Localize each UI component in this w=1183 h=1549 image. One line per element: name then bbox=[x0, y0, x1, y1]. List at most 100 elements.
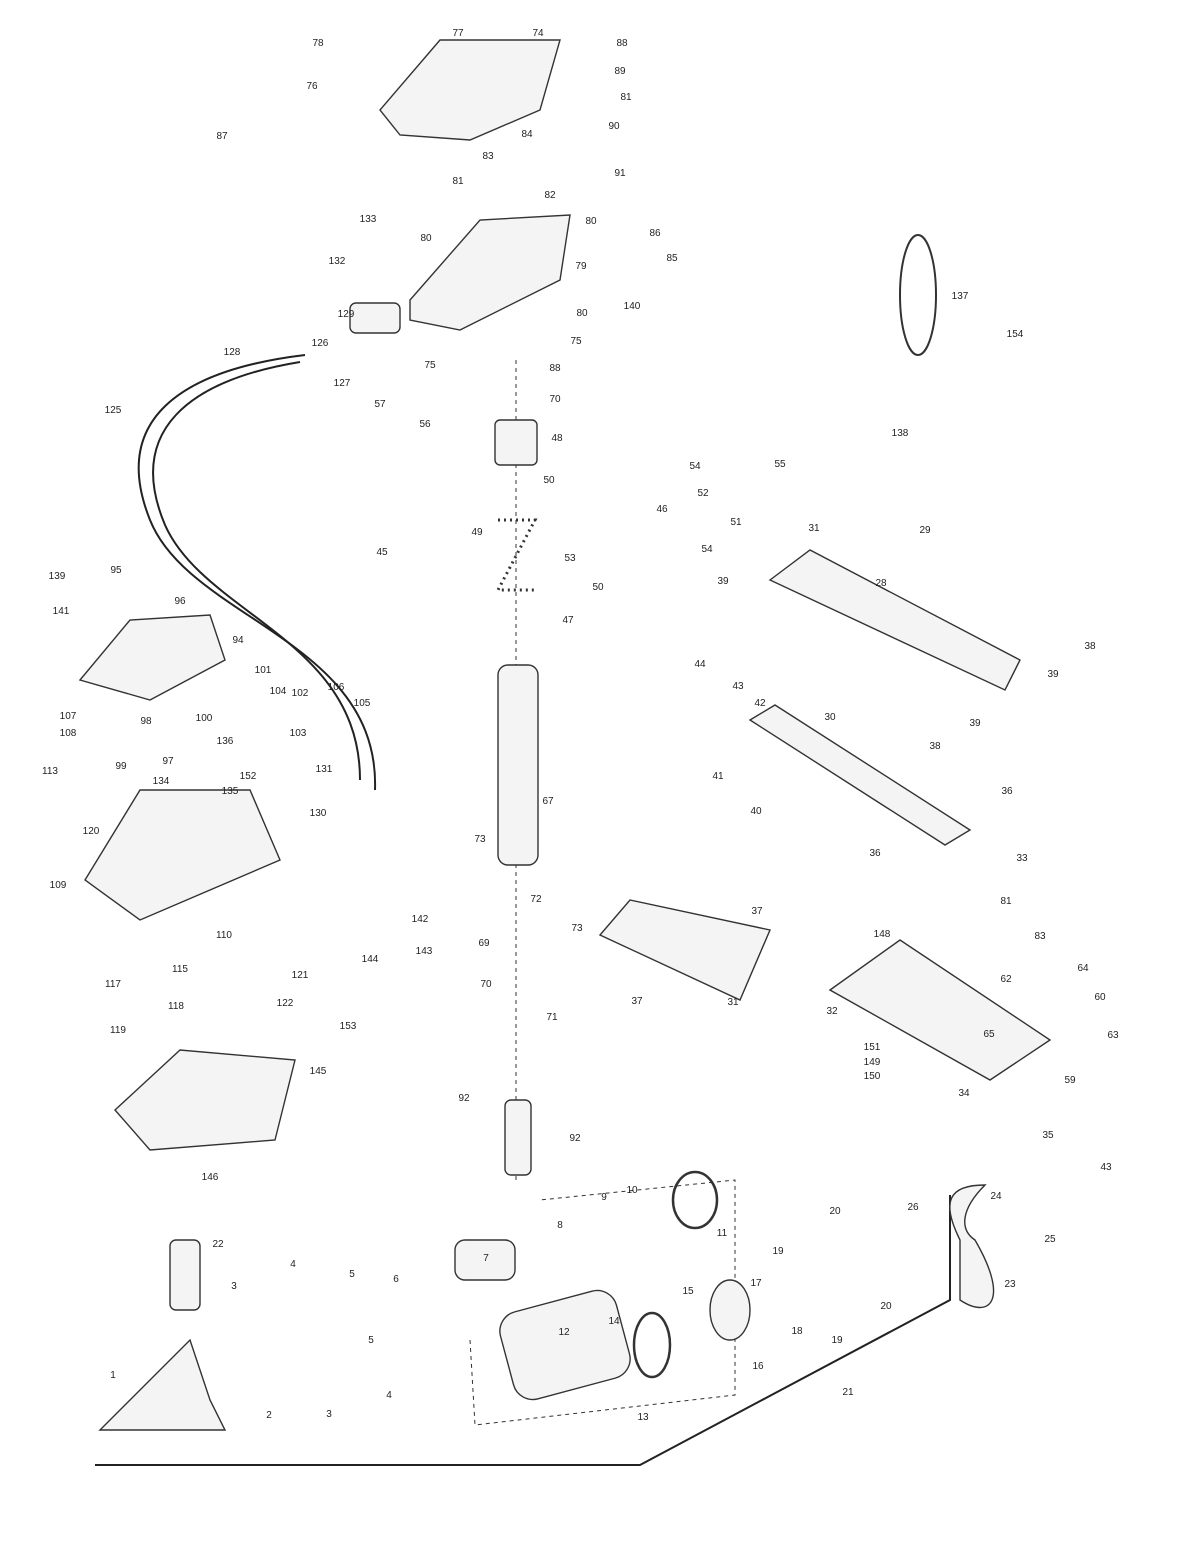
part-callout-26: 26 bbox=[907, 1202, 919, 1213]
end-cap bbox=[709, 1279, 751, 1341]
part-callout-56: 56 bbox=[419, 419, 431, 430]
part-callout-81: 81 bbox=[452, 176, 464, 187]
spring bbox=[495, 518, 538, 592]
part-callout-59: 59 bbox=[1064, 1075, 1076, 1086]
part-callout-149: 149 bbox=[864, 1057, 881, 1068]
part-callout-91: 91 bbox=[614, 168, 626, 179]
part-callout-101: 101 bbox=[255, 665, 272, 676]
part-callout-50: 50 bbox=[543, 475, 555, 486]
part-callout-88: 88 bbox=[616, 38, 628, 49]
part-callout-37: 37 bbox=[631, 996, 643, 1007]
part-callout-43: 43 bbox=[732, 681, 744, 692]
part-callout-119: 119 bbox=[110, 1025, 126, 1036]
part-callout-122: 122 bbox=[277, 998, 294, 1009]
part-callout-140: 140 bbox=[624, 301, 641, 312]
o-ring-11 bbox=[671, 1170, 719, 1230]
part-callout-48: 48 bbox=[551, 433, 563, 444]
part-callout-118: 118 bbox=[168, 1001, 184, 1012]
part-callout-55: 55 bbox=[774, 459, 786, 470]
part-callout-16: 16 bbox=[752, 1361, 764, 1372]
lower-shaft bbox=[504, 1099, 532, 1176]
part-callout-39: 39 bbox=[717, 576, 729, 587]
part-callout-71: 71 bbox=[546, 1012, 558, 1023]
part-callout-37: 37 bbox=[751, 906, 763, 917]
bracket-30 bbox=[748, 704, 972, 846]
part-callout-78: 78 bbox=[312, 38, 324, 49]
motor-can bbox=[499, 1289, 631, 1401]
top-cover bbox=[379, 39, 561, 141]
part-callout-36: 36 bbox=[1001, 786, 1013, 797]
part-callout-76: 76 bbox=[306, 81, 318, 92]
part-callout-19: 19 bbox=[772, 1246, 784, 1257]
part-callout-31: 31 bbox=[808, 523, 820, 534]
part-callout-95: 95 bbox=[110, 565, 122, 576]
part-callout-103: 103 bbox=[290, 728, 307, 739]
part-callout-69: 69 bbox=[478, 938, 490, 949]
part-callout-128: 128 bbox=[224, 347, 241, 358]
part-callout-70: 70 bbox=[549, 394, 561, 405]
part-callout-74: 74 bbox=[532, 28, 544, 39]
part-callout-144: 144 bbox=[362, 954, 379, 965]
part-callout-42: 42 bbox=[754, 698, 766, 709]
part-callout-10: 10 bbox=[626, 1185, 638, 1196]
part-callout-63: 63 bbox=[1107, 1030, 1119, 1041]
part-callout-99: 99 bbox=[115, 761, 127, 772]
part-callout-20: 20 bbox=[880, 1301, 892, 1312]
part-callout-81: 81 bbox=[1000, 896, 1012, 907]
part-callout-88: 88 bbox=[549, 363, 561, 374]
part-callout-83: 83 bbox=[482, 151, 494, 162]
part-callout-125: 125 bbox=[105, 405, 122, 416]
part-callout-92: 92 bbox=[569, 1133, 581, 1144]
part-callout-109: 109 bbox=[50, 880, 67, 891]
part-callout-83: 83 bbox=[1034, 931, 1046, 942]
part-callout-38: 38 bbox=[1084, 641, 1096, 652]
part-callout-85: 85 bbox=[666, 253, 678, 264]
mount-31 bbox=[598, 899, 771, 1001]
part-callout-87: 87 bbox=[216, 131, 228, 142]
part-callout-113: 113 bbox=[42, 766, 58, 777]
part-callout-136: 136 bbox=[217, 736, 234, 747]
control-housing bbox=[409, 214, 571, 331]
part-callout-12: 12 bbox=[558, 1327, 570, 1338]
part-callout-44: 44 bbox=[694, 659, 706, 670]
part-callout-1: 1 bbox=[110, 1370, 116, 1381]
bracket-28 bbox=[768, 549, 1021, 691]
part-callout-152: 152 bbox=[240, 771, 257, 782]
part-callout-145: 145 bbox=[310, 1066, 327, 1077]
part-callout-8: 8 bbox=[557, 1220, 563, 1231]
part-callout-108: 108 bbox=[60, 728, 77, 739]
pedal-bottom-plate bbox=[114, 1049, 296, 1151]
part-callout-132: 132 bbox=[329, 256, 346, 267]
part-callout-72: 72 bbox=[530, 894, 542, 905]
part-callout-39: 39 bbox=[969, 718, 981, 729]
part-callout-129: 129 bbox=[338, 309, 355, 320]
part-callout-139: 139 bbox=[49, 571, 66, 582]
part-callout-94: 94 bbox=[232, 635, 244, 646]
part-callout-90: 90 bbox=[608, 121, 620, 132]
part-callout-77: 77 bbox=[452, 28, 464, 39]
part-callout-6: 6 bbox=[393, 1274, 399, 1285]
part-callout-146: 146 bbox=[202, 1172, 219, 1183]
armature bbox=[454, 1239, 516, 1281]
coil-relay bbox=[349, 302, 401, 334]
part-callout-89: 89 bbox=[614, 66, 626, 77]
part-callout-47: 47 bbox=[562, 615, 574, 626]
part-callout-9: 9 bbox=[601, 1192, 607, 1203]
part-callout-81: 81 bbox=[620, 92, 632, 103]
part-callout-54: 54 bbox=[701, 544, 713, 555]
part-callout-52: 52 bbox=[697, 488, 709, 499]
wire-harness-2 bbox=[152, 361, 361, 781]
part-callout-104: 104 bbox=[270, 686, 287, 697]
shaft bbox=[497, 664, 539, 866]
part-callout-15: 15 bbox=[682, 1286, 694, 1297]
part-callout-13: 13 bbox=[637, 1412, 649, 1423]
motor-dashed-box bbox=[469, 1179, 736, 1426]
part-callout-138: 138 bbox=[892, 428, 909, 439]
part-callout-34: 34 bbox=[958, 1088, 970, 1099]
part-callout-53: 53 bbox=[564, 553, 576, 564]
part-callout-5: 5 bbox=[368, 1335, 374, 1346]
part-callout-134: 134 bbox=[153, 776, 170, 787]
part-callout-141: 141 bbox=[53, 606, 70, 617]
part-callout-73: 73 bbox=[474, 834, 486, 845]
